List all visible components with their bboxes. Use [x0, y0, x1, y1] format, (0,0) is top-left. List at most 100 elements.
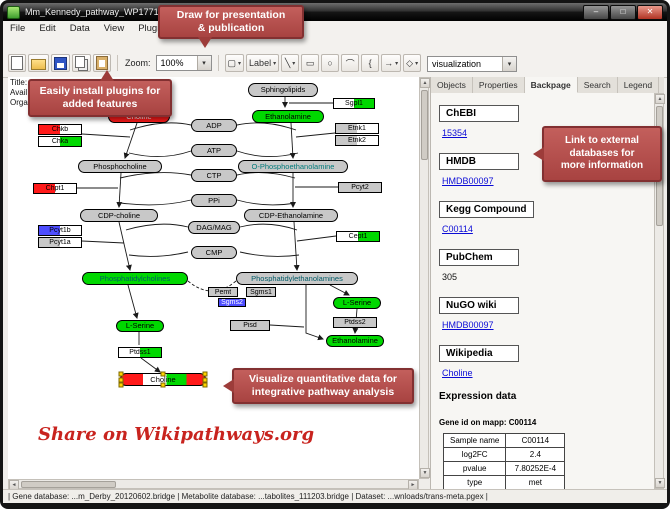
label-tool-button[interactable]: Label▾ — [246, 54, 280, 72]
pathway-node-pemt[interactable]: Pemt — [208, 287, 238, 297]
selection-handle[interactable] — [160, 371, 166, 377]
pathway-node-phosphocholine[interactable]: Phosphocholine — [78, 160, 162, 173]
canvas-horizontal-scrollbar[interactable]: ◄ ► — [8, 479, 419, 490]
pathway-edge[interactable] — [128, 150, 192, 157]
pathway-edge[interactable] — [293, 221, 300, 271]
pathway-node-pcyt1a[interactable]: Pcyt1a — [38, 237, 82, 248]
pathway-node-sgpl1[interactable]: Sgpl1 — [333, 98, 375, 109]
selection-handle[interactable] — [118, 382, 124, 388]
menu-edit[interactable]: Edit — [39, 22, 56, 34]
maximize-button[interactable]: □ — [610, 4, 636, 20]
selection-handle[interactable] — [118, 371, 124, 377]
pathway-edge[interactable] — [140, 357, 161, 373]
pathway-node-sphingolipids[interactable]: Sphingolipids — [248, 83, 318, 97]
pathway-edge[interactable] — [120, 199, 192, 206]
external-link[interactable]: 15354 — [442, 128, 468, 138]
pathway-node-sgms1[interactable]: Sgms1 — [246, 287, 276, 297]
canvas-vertical-scrollbar[interactable]: ▲ ▼ — [419, 77, 430, 479]
open-button[interactable] — [28, 54, 49, 72]
brace-tool-button[interactable]: { — [361, 54, 380, 72]
pathway-node-pcyt1b[interactable]: Pcyt1b — [38, 225, 82, 236]
pathway-node-cdp-choline[interactable]: CDP-choline — [80, 209, 158, 222]
title-bar[interactable]: Mm_Kennedy_pathway_WP1771_45176.gpml –□✕ — [3, 3, 667, 21]
interaction-tool-button[interactable]: →▾ — [381, 54, 402, 72]
external-link[interactable]: Choline — [442, 368, 473, 378]
pathway-node-l-serine[interactable]: L-Serine — [116, 320, 164, 332]
pathway-node-o-phosphoethanolamine[interactable]: O-Phosphoethanolamine — [238, 160, 348, 173]
zoom-combobox[interactable]: 100% ▾ — [155, 55, 212, 71]
pathway-node-l-serine[interactable]: L-Serine — [333, 297, 381, 309]
pathway-node-sgms2[interactable]: Sgms2 — [218, 298, 246, 307]
chevron-down-icon[interactable]: ▾ — [196, 56, 211, 70]
tab-search[interactable]: Search — [577, 77, 618, 93]
pathway-node-etnk2[interactable]: Etnk2 — [335, 135, 379, 146]
minimize-button[interactable]: – — [583, 4, 609, 20]
line-tool-button[interactable]: ╲▾ — [281, 54, 300, 72]
pathway-node-cdp-ethanolamine[interactable]: CDP-Ethanolamine — [244, 209, 338, 222]
pathway-edge[interactable] — [296, 235, 337, 242]
pathway-edge[interactable] — [119, 172, 192, 179]
pathway-edge[interactable] — [128, 251, 189, 257]
pathway-edge[interactable] — [236, 172, 296, 179]
pathway-edge[interactable] — [239, 251, 300, 257]
copy-button[interactable] — [72, 54, 91, 72]
pathway-node-pcyt2[interactable]: Pcyt2 — [338, 182, 382, 193]
pathway-node-chpt1[interactable]: Chpt1 — [33, 183, 77, 194]
datanode-tool-button[interactable]: ▢▾ — [224, 54, 245, 72]
pathway-edge[interactable] — [236, 199, 296, 206]
tab-objects[interactable]: Objects — [431, 77, 473, 93]
pathway-node-cmp[interactable]: CMP — [191, 246, 237, 259]
pathway-node-phosphatidylethanolamines[interactable]: Phosphatidylethanolamines — [236, 272, 358, 285]
tab-backpage[interactable]: Backpage — [524, 77, 578, 93]
pathway-node-ptdss1[interactable]: Ptdss1 — [118, 347, 162, 358]
scroll-down-arrow[interactable]: ▼ — [655, 478, 665, 488]
pathway-node-chkb[interactable]: Chkb — [38, 124, 82, 135]
scroll-thumb[interactable] — [421, 90, 428, 160]
visualization-combobox[interactable]: visualization ▾ — [427, 56, 517, 72]
external-link[interactable]: HMDB00097 — [442, 320, 494, 330]
pathway-edge[interactable] — [127, 284, 139, 319]
pathway-node-dag-mag[interactable]: DAG/MAG — [188, 221, 240, 234]
pathway-edge[interactable] — [329, 284, 350, 296]
pathway-edge[interactable] — [295, 132, 336, 138]
menu-view[interactable]: View — [103, 22, 125, 34]
oval-tool-button[interactable]: ○ — [321, 54, 340, 72]
arc-tool-button[interactable]: ⌒ — [341, 54, 360, 72]
pathway-edge[interactable] — [269, 324, 305, 328]
selection-handle[interactable] — [202, 377, 208, 382]
pathway-node-ethanolamine[interactable]: Ethanolamine — [252, 110, 324, 123]
pathway-node-etnk1[interactable]: Etnk1 — [335, 123, 379, 134]
pathway-edge[interactable] — [81, 240, 125, 244]
menu-data[interactable]: Data — [69, 22, 90, 34]
pathway-edge[interactable] — [239, 223, 298, 231]
pathway-node-ppi[interactable]: PPi — [191, 194, 237, 207]
pathway-edge[interactable] — [236, 150, 299, 157]
external-link[interactable]: C00114 — [442, 224, 473, 234]
pathway-edge[interactable] — [305, 285, 324, 341]
pathway-edge[interactable] — [116, 172, 123, 208]
pathway-edge[interactable] — [236, 122, 297, 131]
external-link[interactable]: HMDB00097 — [442, 176, 494, 186]
pathway-node-ptdss2[interactable]: Ptdss2 — [333, 317, 377, 328]
save-button[interactable] — [51, 54, 70, 72]
pathway-node-choline[interactable]: Choline — [118, 371, 208, 388]
pathway-node-ctp[interactable]: CTP — [191, 169, 237, 182]
selection-handle[interactable] — [118, 377, 124, 382]
pathway-node-cept1[interactable]: Cept1 — [336, 231, 380, 242]
tab-legend[interactable]: Legend — [617, 77, 660, 93]
pathway-node-ethanolamine[interactable]: Ethanolamine — [326, 335, 384, 347]
pathway-edge[interactable] — [118, 221, 132, 271]
scroll-thumb[interactable] — [21, 481, 116, 488]
paste-button[interactable] — [93, 54, 111, 72]
selection-handle[interactable] — [202, 382, 208, 388]
template-tool-button[interactable]: ◇▾ — [403, 54, 422, 72]
scroll-up-arrow[interactable]: ▲ — [655, 94, 665, 104]
pathway-edge[interactable] — [125, 223, 189, 231]
pathway-node-phosphatidylcholines[interactable]: Phosphatidylcholines — [82, 272, 188, 285]
pathway-node-adp[interactable]: ADP — [191, 119, 237, 132]
selection-handle[interactable] — [160, 382, 166, 388]
pathway-node-atp[interactable]: ATP — [191, 144, 237, 157]
tab-properties[interactable]: Properties — [472, 77, 525, 93]
chevron-down-icon[interactable]: ▾ — [502, 57, 516, 71]
new-file-button[interactable] — [8, 54, 26, 72]
